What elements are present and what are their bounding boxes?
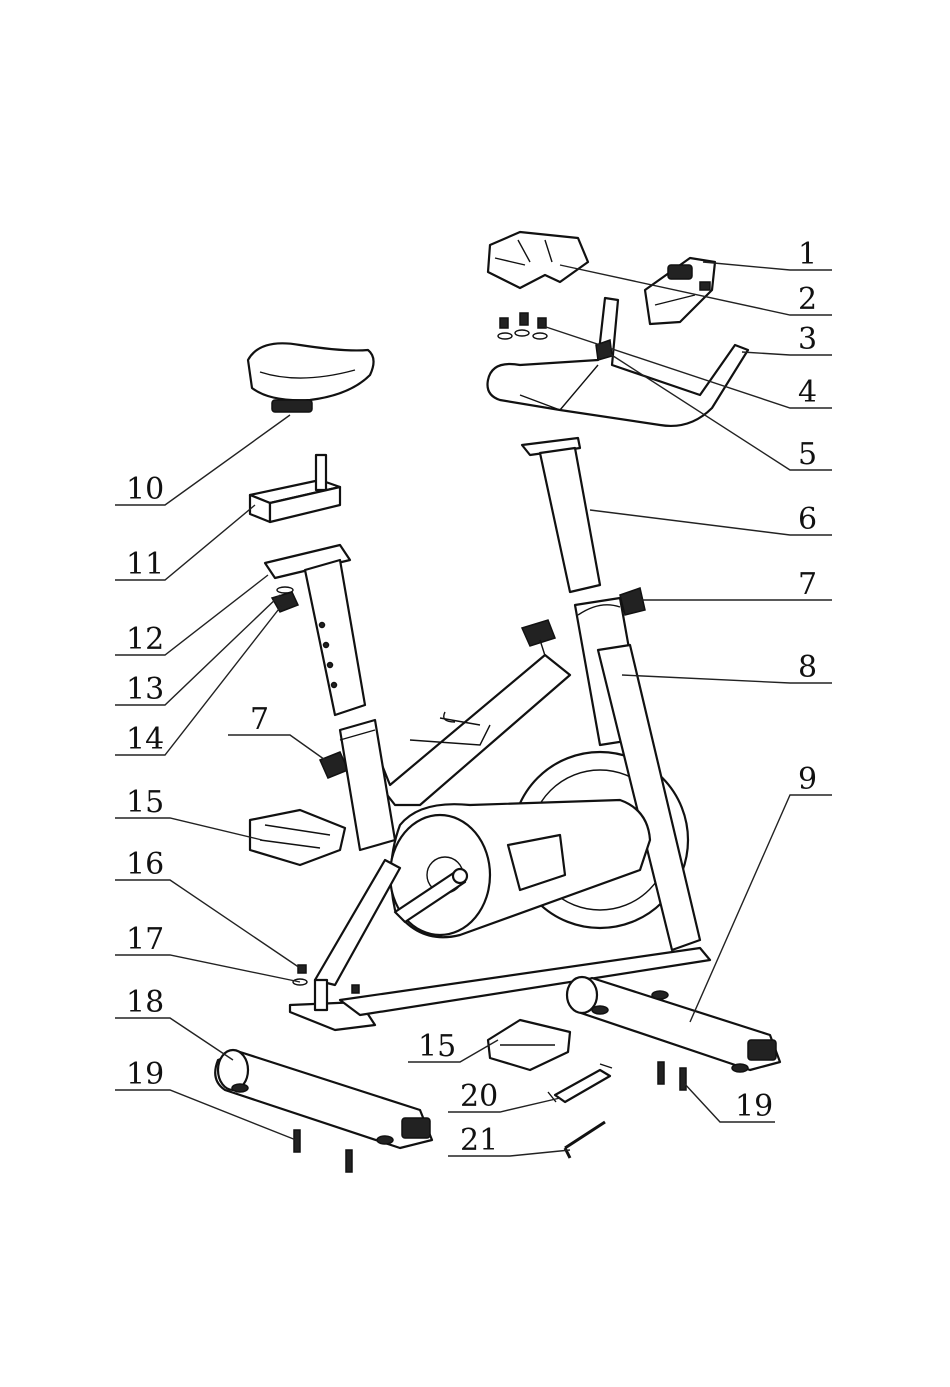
part-front-stabilizer (215, 1050, 432, 1148)
part-handlebar-pad (488, 232, 588, 288)
callout-15-left: 15 (126, 785, 164, 820)
callout-3: 3 (798, 322, 817, 357)
callout-20: 20 (460, 1079, 498, 1114)
callout-19-left: 19 (126, 1057, 164, 1092)
part-wrench (548, 1064, 612, 1102)
callout-5: 5 (798, 437, 817, 472)
callout-1: 1 (798, 237, 817, 272)
callout-18: 18 (126, 985, 164, 1020)
part-allen-key (565, 1122, 605, 1158)
part-saddle (248, 343, 374, 412)
callout-21: 21 (460, 1123, 498, 1158)
callout-8: 8 (798, 650, 817, 685)
part-adjustment-knob-right (620, 588, 645, 615)
part-pedal-right (488, 1020, 570, 1070)
callout-13: 13 (126, 672, 164, 707)
callout-9: 9 (798, 762, 817, 797)
part-rear-stabilizer (567, 977, 780, 1072)
callout-7-right: 7 (798, 567, 817, 602)
callout-16: 16 (126, 847, 164, 882)
callout-7-left: 7 (250, 702, 269, 737)
part-handlebar-post (522, 438, 600, 592)
part-bolts-washers (498, 313, 547, 339)
callout-2: 2 (798, 282, 817, 317)
callout-4: 4 (798, 375, 817, 410)
callout-6: 6 (798, 502, 817, 537)
callout-11: 11 (126, 547, 164, 582)
callout-14: 14 (126, 722, 164, 757)
callout-19-right: 19 (735, 1089, 773, 1124)
callout-17: 17 (126, 922, 164, 957)
callout-12: 12 (126, 622, 164, 657)
part-pedal-left (250, 810, 345, 865)
part-seat-slider (250, 455, 340, 522)
callout-10: 10 (126, 472, 164, 507)
part-seat-post (265, 545, 365, 715)
callout-15-bottom: 15 (418, 1029, 456, 1064)
